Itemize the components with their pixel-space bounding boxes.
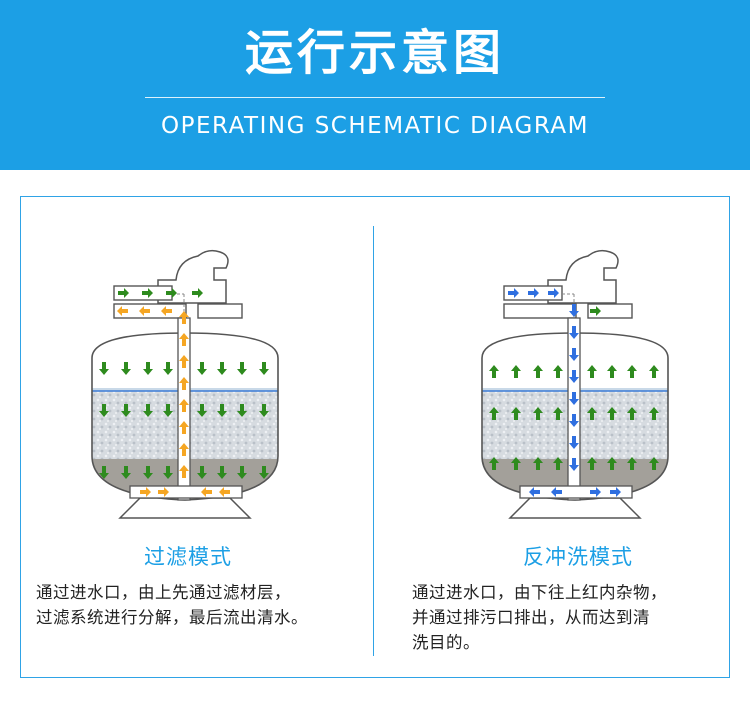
drain-pipe <box>197 303 243 319</box>
backwash-desc-line-3: 洗目的。 <box>412 633 480 652</box>
valve-head <box>547 249 619 304</box>
outlet-pipe <box>503 303 577 319</box>
downflow-arrows <box>99 362 269 479</box>
drain-pipe <box>587 303 633 319</box>
central-pipe <box>567 317 581 501</box>
bottom-distributor <box>519 485 633 499</box>
filter-desc-line-1: 通过进水口，由上先通过滤材层， <box>36 583 291 602</box>
tank-base <box>118 497 252 519</box>
backwash-mode-title: 反冲洗模式 <box>523 545 633 569</box>
bottom-distributor <box>129 485 243 499</box>
backwash-inflow-arrows <box>508 288 621 497</box>
page-title: 运行示意图 <box>244 25 505 81</box>
filter-mode-description: 通过进水口，由上先通过滤材层， 过滤系统进行分解，最后流出清水。 <box>36 580 366 630</box>
backwash-mode-tank-illustration <box>481 249 669 519</box>
clean-water-arrows <box>117 306 230 497</box>
tank-base <box>508 497 642 519</box>
backwash-desc-line-1: 通过进水口，由下往上红内杂物， <box>412 583 667 602</box>
valve-head <box>157 249 229 304</box>
backwash-desc-line-2: 并通过排污口排出，从而达到清 <box>412 608 650 627</box>
backwash-mode-description: 通过进水口，由下往上红内杂物， 并通过排污口排出，从而达到清 洗目的。 <box>412 580 722 655</box>
title-divider <box>145 97 605 98</box>
filter-mode-tank-illustration <box>91 249 279 519</box>
upflow-arrows <box>489 306 659 470</box>
header-banner: 运行示意图 OPERATING SCHEMATIC DIAGRAM <box>0 0 750 170</box>
filter-mode-title: 过滤模式 <box>144 545 232 569</box>
filter-desc-line-2: 过滤系统进行分解，最后流出清水。 <box>36 608 308 627</box>
panel-divider <box>373 226 374 656</box>
diagram-panel <box>20 196 730 678</box>
page-subtitle: OPERATING SCHEMATIC DIAGRAM <box>161 113 589 139</box>
